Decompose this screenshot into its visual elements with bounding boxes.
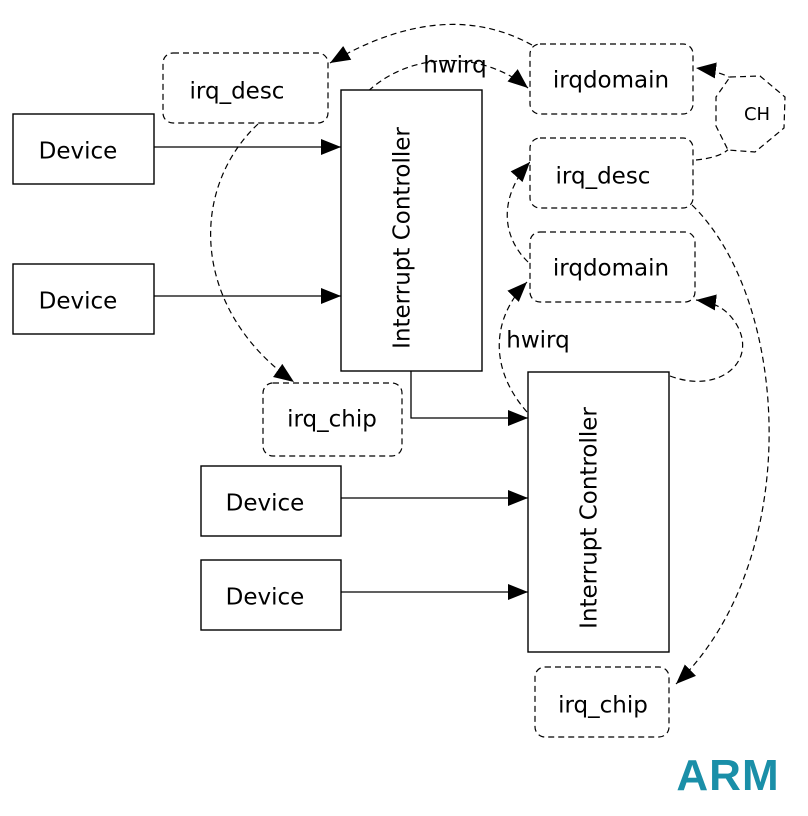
device-label: Device (226, 585, 305, 611)
irqdomain2-to-irqdesc2-arrow (506, 161, 531, 263)
ch-hexagon: CH (715, 75, 786, 153)
device-label: Device (39, 139, 118, 165)
controller1-to-controller2-arrow (410, 371, 528, 426)
irq-desc-box-2: irq_desc (529, 137, 694, 209)
irqdesc2-to-ch-line (695, 132, 736, 161)
device-label: Device (39, 289, 118, 315)
hwirq-label-top: hwirq (423, 53, 486, 79)
dashed-references (210, 23, 770, 685)
irqdomain-label: irqdomain (553, 256, 669, 282)
connectors (154, 139, 528, 600)
interrupt-controller-label: Interrupt Controller (390, 127, 416, 349)
irqdomain-box-1: irqdomain (529, 43, 694, 115)
irqdesc1-to-irqchip1-arrow (210, 123, 295, 383)
irq-chip-box-2: irq_chip (534, 666, 670, 738)
device-box-4: Device (200, 559, 342, 631)
irq-desc-box-1: irq_desc (162, 52, 329, 124)
interrupt-controller-2: Interrupt Controller (527, 371, 670, 653)
irq-chip-box-1: irq_chip (262, 382, 403, 457)
device-label: Device (226, 491, 305, 517)
interrupt-controller-1: Interrupt Controller (340, 89, 483, 372)
irqdomain-box-2: irqdomain (529, 231, 696, 303)
interrupt-controller-label: Interrupt Controller (577, 407, 603, 629)
ch-label: CH (744, 104, 770, 125)
device-box-2: Device (12, 263, 155, 335)
irq-chip-label: irq_chip (287, 407, 377, 433)
irqdesc2-to-irqchip2-arrow (675, 204, 770, 685)
irq-chip-label: irq_chip (558, 693, 648, 719)
hwirq-label-middle: hwirq (506, 328, 569, 354)
device-box-1: Device (12, 113, 155, 185)
arm-logo: ARM (676, 751, 779, 800)
irqdomain-label: irqdomain (553, 68, 669, 94)
irq-desc-label: irq_desc (190, 79, 285, 105)
irqdomain1-to-irqdesc1-arrow (329, 23, 533, 64)
device-box-3: Device (200, 465, 342, 537)
irq-desc-label: irq_desc (556, 164, 651, 190)
controller2-to-irqdomain2-loop-arrow (669, 294, 744, 382)
controller2-hwirq-to-irqdomain2-arrow (498, 281, 528, 413)
